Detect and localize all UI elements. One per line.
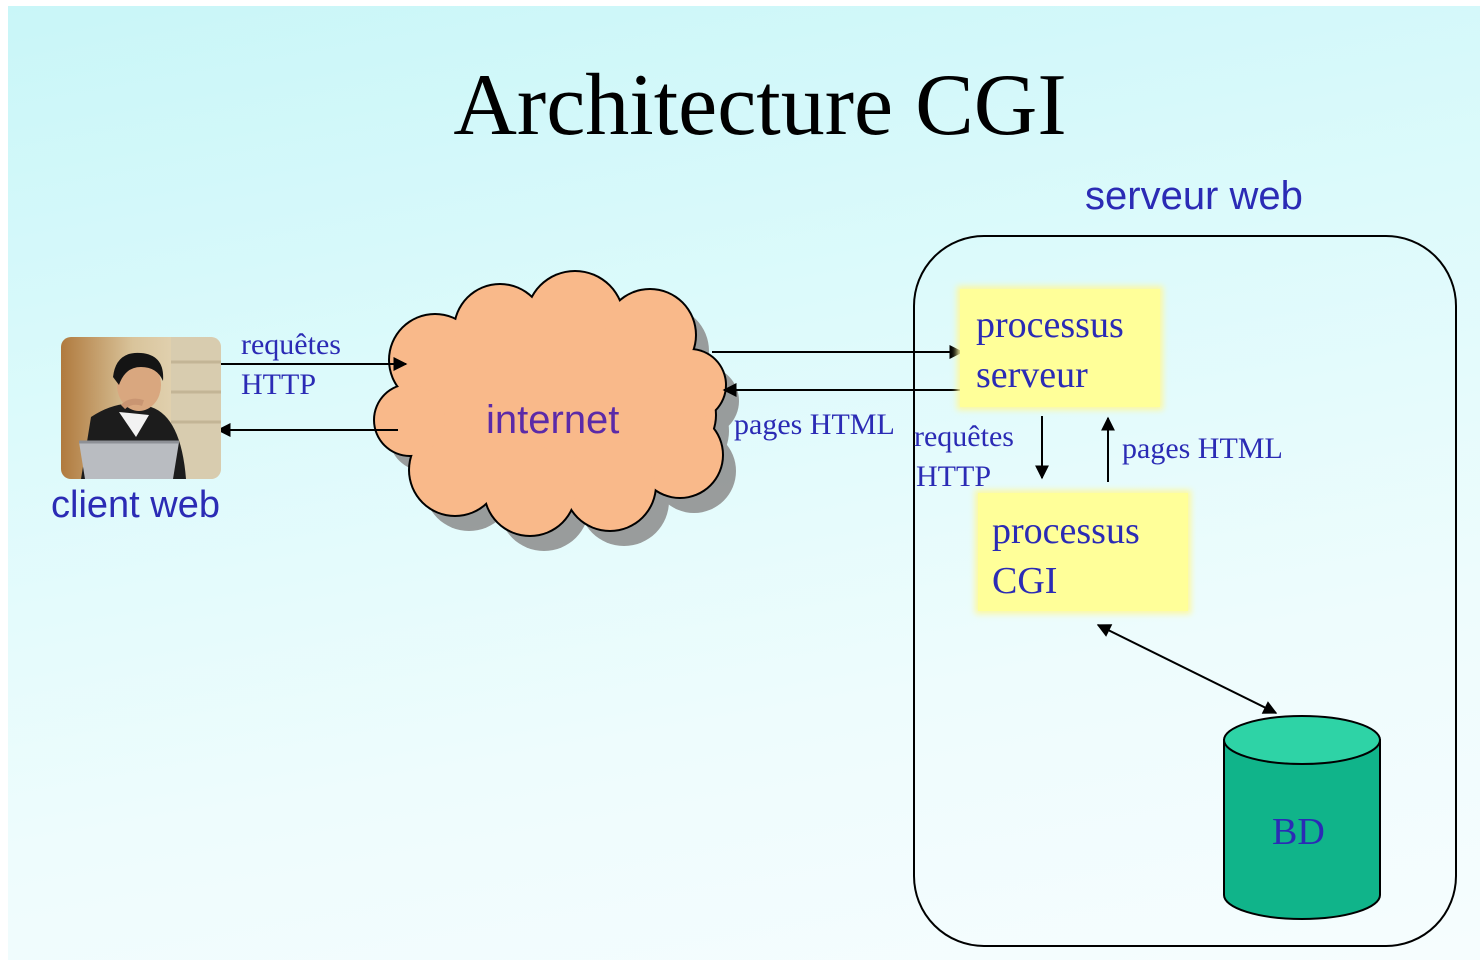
process-cgi-line2: CGI xyxy=(992,560,1058,602)
process-cgi-box xyxy=(978,493,1188,611)
process-server-box xyxy=(960,289,1160,407)
arrow-cgi-db xyxy=(1096,624,1278,714)
request-http-label-line2: HTTP xyxy=(241,368,316,401)
process-server-line1: processus xyxy=(976,304,1124,346)
cgi-request-label-line1: requêtes xyxy=(914,420,1014,453)
cloud-icon xyxy=(373,270,727,537)
cgi-pages-html-label: pages HTML xyxy=(1122,432,1283,465)
server-container xyxy=(913,235,1457,947)
slide: Architecture CGI xyxy=(8,6,1480,960)
client-label: client web xyxy=(51,484,220,526)
slide-title: Architecture CGI xyxy=(453,57,1067,154)
database-label: BD xyxy=(1272,811,1325,853)
process-server-line2: serveur xyxy=(976,354,1088,396)
process-cgi-line1: processus xyxy=(992,510,1140,552)
database-icon xyxy=(1223,715,1381,920)
cgi-request-label-line2: HTTP xyxy=(916,460,991,493)
person-laptop-photo-icon xyxy=(61,337,221,479)
diagram-canvas xyxy=(215,235,1457,947)
server-label: serveur web xyxy=(1085,174,1303,218)
internet-label: internet xyxy=(486,398,620,442)
pages-html-label: pages HTML xyxy=(734,408,895,441)
client-photo xyxy=(61,337,221,479)
request-http-label-line1: requêtes xyxy=(241,328,341,361)
